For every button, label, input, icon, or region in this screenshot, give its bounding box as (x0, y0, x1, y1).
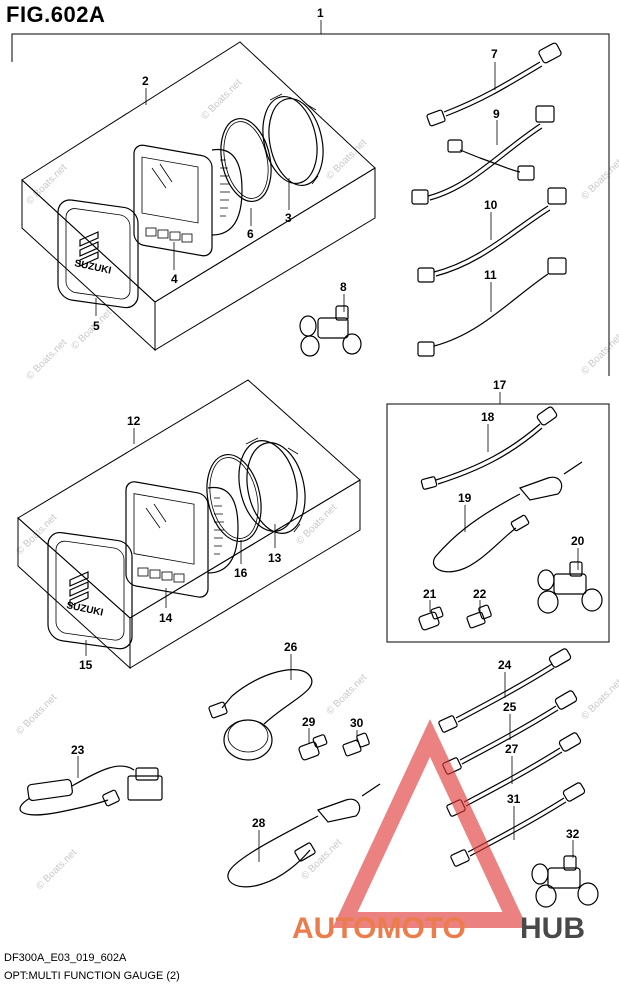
callout-1: 1 (317, 6, 324, 20)
watermark-text: © Boats.net (24, 162, 69, 207)
callout-27: 27 (505, 742, 519, 756)
gauge-cover-upper: SUZUKI (57, 199, 139, 309)
callout-16: 16 (234, 566, 248, 580)
multi-function-gauge-lower (125, 481, 239, 598)
terminator-22 (466, 604, 492, 629)
brand-auto-text: AUTOMOTO (292, 912, 466, 945)
cable-23 (19, 765, 163, 816)
watermark-text: © Boats.net (579, 677, 619, 722)
cable-kit-box-17 (386, 392, 610, 643)
t-connector-8 (299, 305, 362, 357)
cable-19 (432, 461, 583, 573)
callout-5: 5 (93, 319, 100, 333)
cable-7 (426, 42, 562, 127)
callout-28: 28 (252, 816, 266, 830)
callout-2: 2 (142, 74, 149, 88)
watermark-text: © Boats.net (199, 77, 244, 122)
watermark-text: © Boats.net (324, 672, 369, 717)
figure-title: FIG.602A (6, 2, 106, 27)
terminator-30 (342, 732, 370, 757)
callout-10: 10 (484, 198, 498, 212)
callout-20: 20 (571, 534, 585, 548)
cable-9 (411, 105, 555, 205)
callout-25: 25 (503, 700, 517, 714)
callout-17: 17 (493, 378, 507, 392)
callout-31: 31 (507, 792, 521, 806)
callout-6: 6 (247, 227, 254, 241)
watermark-text: © Boats.net (69, 307, 114, 352)
callout-30: 30 (350, 716, 364, 730)
watermark-text: © Boats.net (24, 337, 69, 382)
callout-7: 7 (491, 47, 498, 61)
callout-12: 12 (127, 414, 141, 428)
multi-function-gauge-upper (133, 144, 243, 257)
callout-8: 8 (340, 280, 347, 294)
callout-14: 14 (159, 611, 173, 625)
callout-21: 21 (423, 587, 437, 601)
watermark-text: © Boats.net (14, 692, 59, 737)
callout-11: 11 (484, 268, 497, 282)
gauge-logo-text: SUZUKI (73, 258, 112, 277)
callout-9: 9 (493, 107, 500, 121)
watermark-text: © Boats.net (579, 157, 619, 202)
watermark-text: © Boats.net (34, 847, 79, 892)
mounting-nut-lower (238, 437, 306, 534)
callout-13: 13 (268, 551, 282, 565)
gauge-kit-box-upper (21, 41, 376, 352)
callout-19: 19 (458, 491, 472, 505)
callout-4: 4 (171, 272, 178, 286)
t-connector-20 (537, 561, 603, 614)
figure-code: DF300A_E03_019_602A (4, 952, 127, 964)
terminator-29 (298, 734, 328, 761)
callout-18: 18 (481, 410, 495, 424)
callout-23: 23 (71, 743, 85, 757)
o-ring-upper (220, 118, 272, 202)
o-ring-lower (206, 454, 262, 542)
cable-25 (442, 690, 578, 775)
callout-26: 26 (284, 640, 298, 654)
callout-22: 22 (473, 587, 487, 601)
callout-32: 32 (566, 827, 580, 841)
sensor-26 (208, 669, 313, 761)
cable-11 (417, 257, 567, 357)
watermark-text: © Boats.net (579, 332, 619, 377)
brand-hub-text: HUB (520, 912, 585, 945)
terminator-21 (418, 606, 444, 631)
gauge-logo-text: SUZUKI (65, 600, 104, 619)
watermark-text: © Boats.net (294, 502, 339, 547)
figure-caption: OPT:MULTI FUNCTION GAUGE (2) (4, 970, 180, 982)
assembly-bracket-1 (11, 20, 610, 376)
cable-18 (420, 406, 558, 490)
callout-3: 3 (285, 211, 292, 225)
callout-15: 15 (79, 658, 93, 672)
brand-triangle (332, 719, 528, 928)
gauge-kit-box-lower (17, 379, 361, 670)
cable-28 (227, 783, 381, 888)
t-connector-32 (531, 855, 599, 908)
leader-lines (77, 62, 579, 862)
callout-24: 24 (498, 658, 512, 672)
gauge-cover-lower: SUZUKI (47, 531, 133, 650)
brand-logo: AUTOMOTO HUB (292, 719, 585, 945)
mounting-nut-upper (262, 93, 324, 186)
cable-10 (417, 187, 567, 283)
callout-29: 29 (302, 715, 316, 729)
callout-numbers: 1 2 3 4 5 6 7 8 9 10 11 12 13 14 15 16 1… (71, 6, 585, 841)
